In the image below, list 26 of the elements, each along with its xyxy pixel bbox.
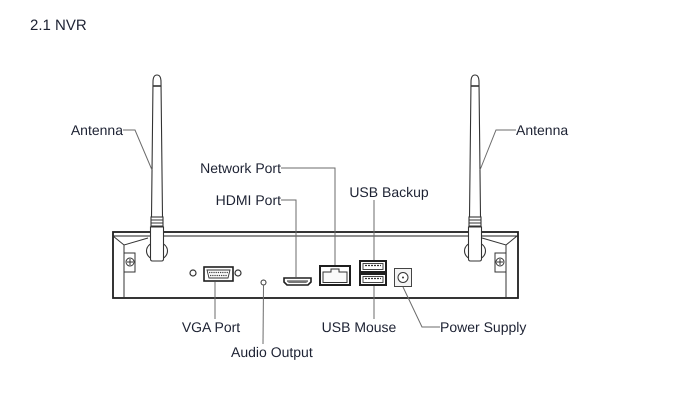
ethernet-port (319, 265, 351, 286)
leader-line (280, 168, 336, 266)
audio-jack (260, 279, 267, 286)
leader-line (214, 282, 216, 320)
part-label: Antenna (516, 122, 568, 138)
leader-line (480, 130, 516, 170)
section-title: 2.1 NVR (30, 17, 87, 35)
usb-port (359, 260, 387, 273)
part-label: Antenna (70, 122, 123, 138)
leader-line (402, 286, 440, 328)
usb-port (359, 273, 387, 286)
part-label: USB Backup (349, 184, 429, 200)
antenna (145, 73, 169, 263)
antenna (463, 73, 487, 263)
vga-port (189, 266, 242, 282)
leader-line (280, 200, 296, 278)
power-jack (394, 268, 412, 287)
hdmi-port (283, 277, 312, 286)
part-label: USB Mouse (322, 319, 396, 335)
part-label: Power Supply (440, 319, 526, 335)
leader-line (122, 130, 152, 170)
leader-line (262, 284, 264, 344)
part-label: Network Port (200, 160, 281, 176)
part-label: VGA Port (182, 319, 240, 335)
part-label: Audio Output (231, 344, 313, 360)
part-label: HDMI Port (216, 192, 281, 208)
